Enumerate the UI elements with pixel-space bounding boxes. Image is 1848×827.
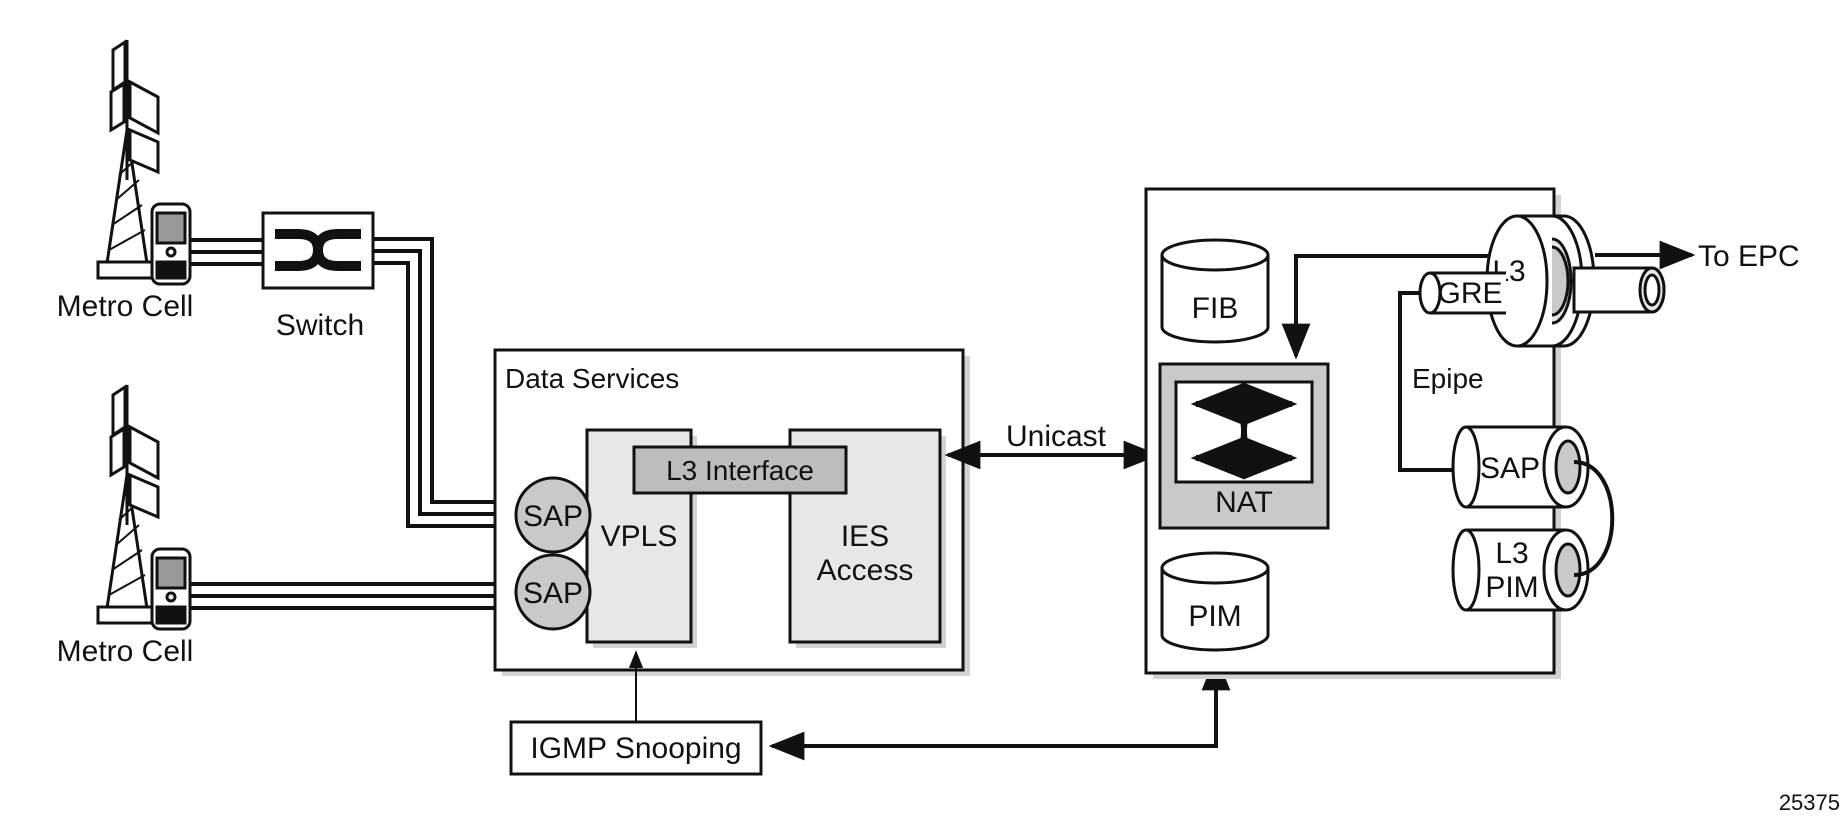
igmp-snooping-label: IGMP Snooping (530, 732, 741, 765)
sap-pim-loop (1573, 460, 1615, 577)
fib-label: FIB (1192, 292, 1239, 325)
metro-cell-top-label: Metro Cell (57, 290, 194, 323)
switch-cross-arrows-icon (275, 229, 361, 271)
metro-cell-bottom: Metro Cell (57, 384, 194, 668)
switch-label: Switch (276, 309, 364, 342)
database-cylinder-icon (1160, 551, 1270, 652)
data-services: Data Services VPLS IES Access L3 Interfa… (493, 348, 970, 676)
data-services-title: Data Services (505, 363, 679, 394)
sap-bottom-circle (514, 553, 592, 631)
epipe-link (1398, 291, 1462, 472)
cell-tower-icon (96, 384, 160, 625)
pim-label: PIM (1188, 600, 1241, 633)
vpls-label: VPLS (601, 520, 678, 553)
pipe-cylinder-icon (1451, 528, 1590, 612)
pim-igmp-link (768, 654, 1231, 761)
link-switch-sap-top (373, 237, 522, 528)
switch: Switch (261, 211, 375, 342)
igmp-snooping: IGMP Snooping (509, 650, 1231, 776)
database-cylinder-icon (1160, 238, 1270, 344)
epipe-label: Epipe (1412, 363, 1484, 394)
ies-label-line1: IES (841, 520, 889, 553)
nat-cross-arrows-icon (1190, 382, 1298, 480)
metro-cell-top: Metro Cell (57, 39, 194, 323)
mobile-phone-icon (150, 547, 192, 631)
sap-top-label: SAP (523, 500, 583, 533)
cell-tower-icon (96, 39, 160, 280)
sap-top-circle (514, 476, 592, 554)
l3-pim-label-line2: PIM (1485, 571, 1538, 604)
nat-label: NAT (1215, 486, 1273, 519)
link-metro-top-switch (190, 238, 263, 266)
figure-id: 25375 (1779, 790, 1840, 815)
router-node: FIB NAT PIM L3 (1144, 187, 1800, 679)
unicast-label: Unicast (1006, 420, 1107, 453)
l3-interface-bar (632, 445, 848, 495)
l3-pim-label-line1: L3 (1495, 537, 1528, 570)
to-epc-label: To EPC (1698, 240, 1800, 273)
l3-interface-label: L3 Interface (666, 455, 814, 486)
link-metro-bottom-sap (190, 582, 522, 610)
pipe-cylinder-icon (1572, 266, 1666, 314)
metro-cell-bottom-label: Metro Cell (57, 635, 194, 668)
unicast-link: Unicast (944, 420, 1160, 470)
mobile-phone-icon (150, 202, 192, 286)
sap-bottom-label: SAP (523, 577, 583, 610)
gre-label: GRE (1437, 277, 1502, 310)
igmp-snooping-box (509, 720, 763, 776)
l3-to-nat-arrow (1281, 254, 1512, 360)
pipe-cylinder-icon (1451, 425, 1590, 509)
sap-right-label: SAP (1480, 452, 1540, 485)
ies-label-line2: Access (817, 554, 914, 587)
